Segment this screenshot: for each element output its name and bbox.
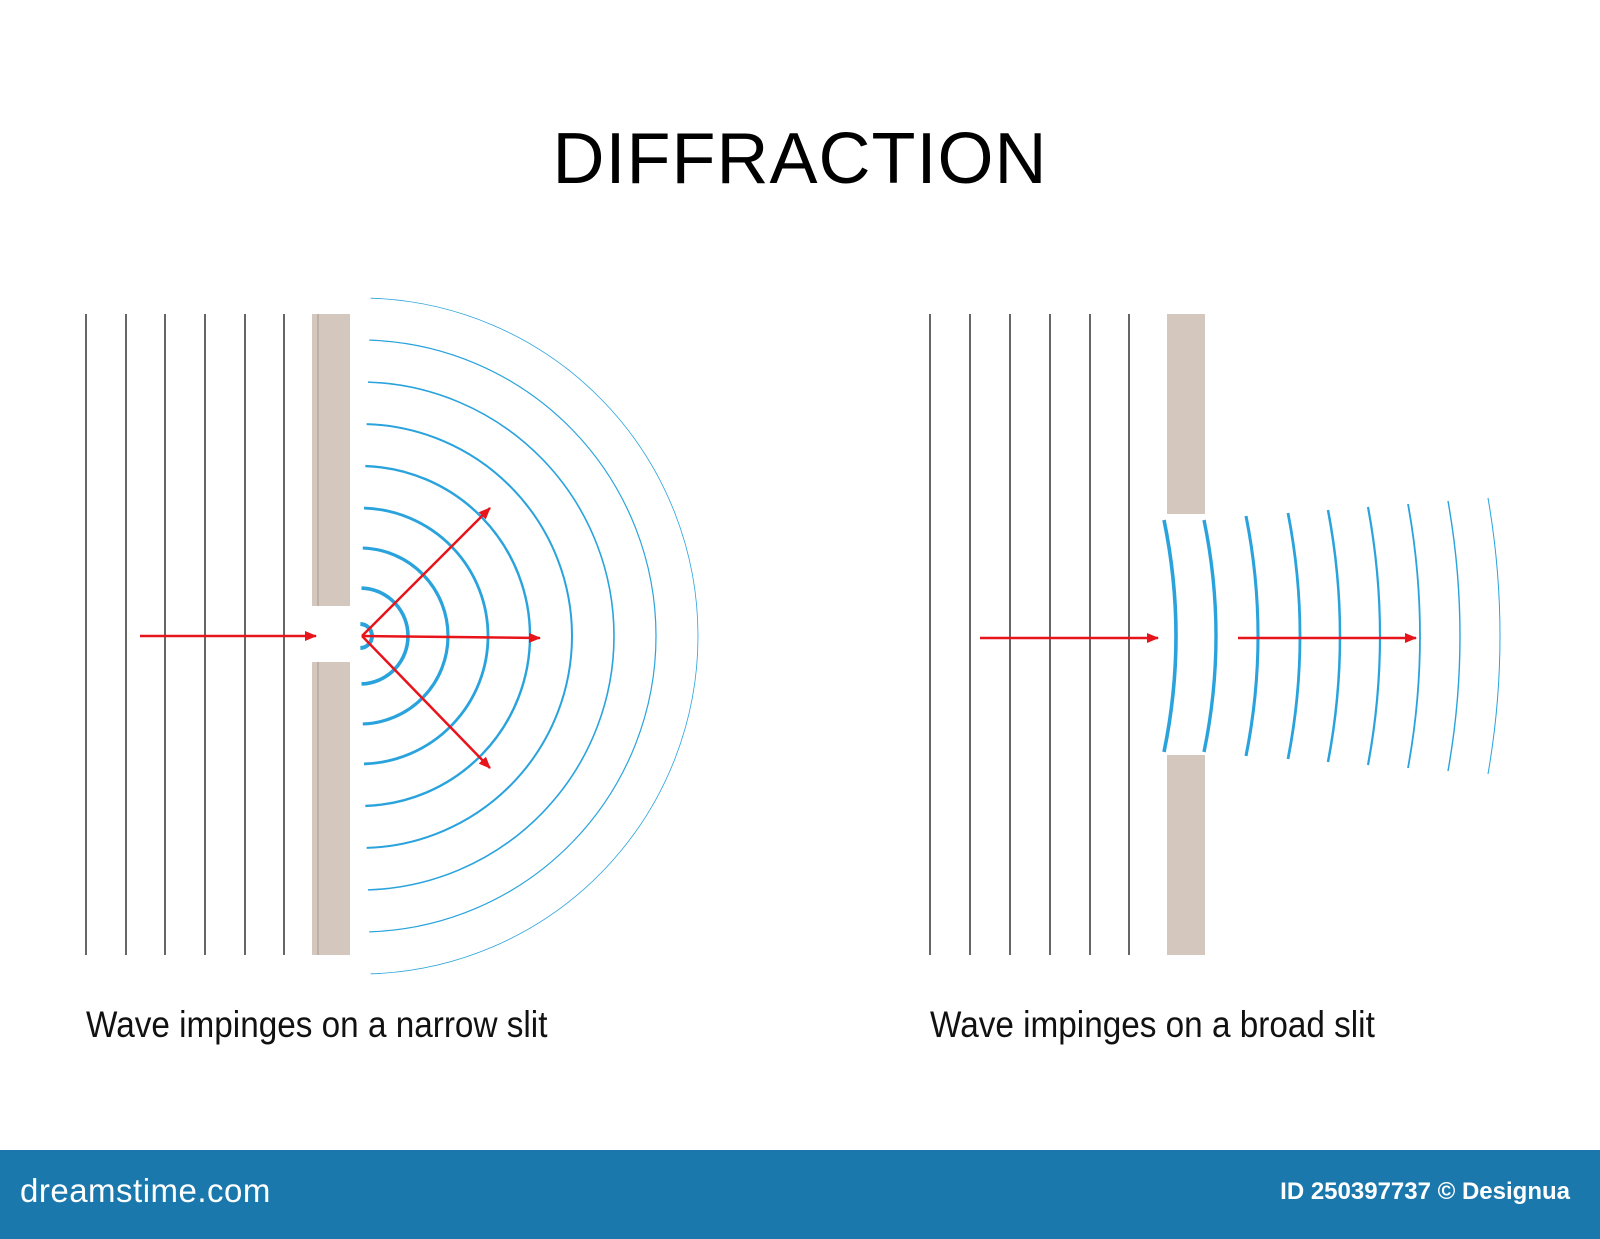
footer-bar: dreamstime.com ID 250397737 © Designua	[0, 1150, 1600, 1239]
broad-slit-panel	[929, 314, 1501, 955]
transmitted-wavefront	[1366, 506, 1382, 766]
stock-id-text: ID 250397737 © Designua	[1280, 1178, 1570, 1205]
diffracted-arrow-straight	[361, 632, 541, 643]
diffracted-wavefront	[367, 381, 615, 891]
transmitted-wavefront	[1326, 509, 1342, 763]
diffracted-arrow-up	[361, 507, 491, 637]
broad-slit-caption: Wave impinges on a broad slit	[930, 1004, 1375, 1045]
diffracted-wavefront	[369, 339, 657, 933]
transmitted-wavefront	[1407, 503, 1421, 769]
brand-logo-text: dreamstime.com	[20, 1172, 271, 1209]
transmitted-wavefront	[1286, 512, 1302, 760]
transmitted-wavefront	[1162, 519, 1178, 753]
narrow-slit-panel	[85, 297, 699, 975]
diagram-title: DIFFRACTION	[552, 119, 1048, 199]
barrier-bottom	[1167, 755, 1205, 955]
narrow-slit-caption: Wave impinges on a narrow slit	[86, 1004, 548, 1045]
barrier-top	[1167, 314, 1205, 514]
diffracted-wavefront	[370, 297, 699, 975]
transmitted-wavefront	[1487, 497, 1501, 775]
diffracted-wavefront	[366, 423, 573, 849]
diffraction-diagram	[85, 297, 1501, 975]
diffracted-wavefront	[363, 506, 490, 766]
transmitted-wavefront	[1244, 515, 1260, 757]
transmitted-wavefront	[1447, 500, 1461, 772]
transmitted-wavefront	[1202, 519, 1218, 753]
diffracted-arrow-down	[361, 635, 491, 769]
